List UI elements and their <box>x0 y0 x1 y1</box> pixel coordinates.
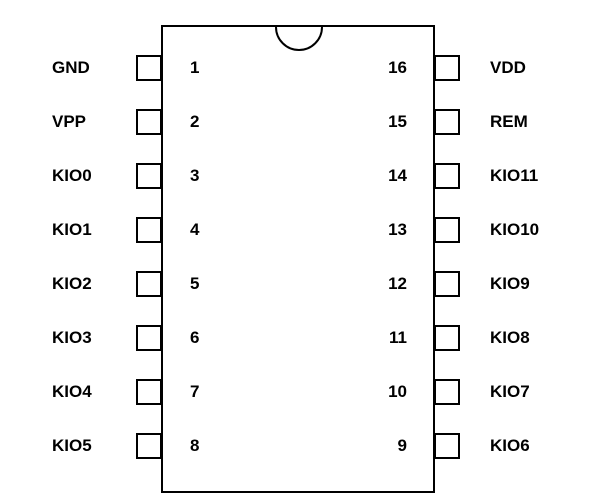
pin-label-15: REM <box>490 112 528 131</box>
pin-number-16: 16 <box>388 58 407 77</box>
pin-number-14: 14 <box>388 166 407 185</box>
pin-label-7: KIO4 <box>52 382 92 401</box>
pin-number-10: 10 <box>388 382 407 401</box>
pin-box-14 <box>434 163 460 189</box>
pin-label-8: KIO5 <box>52 436 92 455</box>
pin-number-6: 6 <box>190 328 200 347</box>
pin-number-11: 11 <box>389 328 407 347</box>
pin-number-13: 13 <box>388 220 407 239</box>
pin-label-3: KIO0 <box>52 166 92 185</box>
pin-number-1: 1 <box>190 58 200 77</box>
pin-number-3: 3 <box>190 166 200 185</box>
pin-label-11: KIO8 <box>490 328 530 347</box>
pin-number-4: 4 <box>190 220 200 239</box>
pin-label-9: KIO6 <box>490 436 530 455</box>
pin-box-4 <box>136 217 162 243</box>
pin-box-12 <box>434 271 460 297</box>
pin-label-5: KIO2 <box>52 274 92 293</box>
pin-number-9: 9 <box>397 436 407 455</box>
pin-number-12: 12 <box>388 274 407 293</box>
pin-label-10: KIO7 <box>490 382 530 401</box>
pin-box-3 <box>136 163 162 189</box>
pin-box-8 <box>136 433 162 459</box>
pin-label-12: KIO9 <box>490 274 530 293</box>
pin-number-15: 15 <box>388 112 407 131</box>
pin-label-1: GND <box>52 58 90 77</box>
pin-number-2: 2 <box>190 112 200 131</box>
pin-label-6: KIO3 <box>52 328 92 347</box>
pin-box-10 <box>434 379 460 405</box>
pin-box-11 <box>434 325 460 351</box>
pin-number-5: 5 <box>190 274 200 293</box>
pin-box-1 <box>136 55 162 81</box>
pin-boxes <box>136 55 460 459</box>
pin-number-7: 7 <box>190 382 200 401</box>
pin-label-4: KIO1 <box>52 220 92 239</box>
pin-box-13 <box>434 217 460 243</box>
pin-box-2 <box>136 109 162 135</box>
pin-box-6 <box>136 325 162 351</box>
pin-label-2: VPP <box>52 112 87 131</box>
pin-label-16: VDD <box>490 58 526 77</box>
pin-label-13: KIO10 <box>490 220 540 239</box>
pin-number-8: 8 <box>190 436 200 455</box>
pin-box-15 <box>434 109 460 135</box>
pin-box-5 <box>136 271 162 297</box>
orientation-notch <box>275 26 323 51</box>
pin-label-14: KIO11 <box>490 166 539 185</box>
pin-box-9 <box>434 433 460 459</box>
pin-box-16 <box>434 55 460 81</box>
pin-box-7 <box>136 379 162 405</box>
chip-body <box>161 25 435 493</box>
